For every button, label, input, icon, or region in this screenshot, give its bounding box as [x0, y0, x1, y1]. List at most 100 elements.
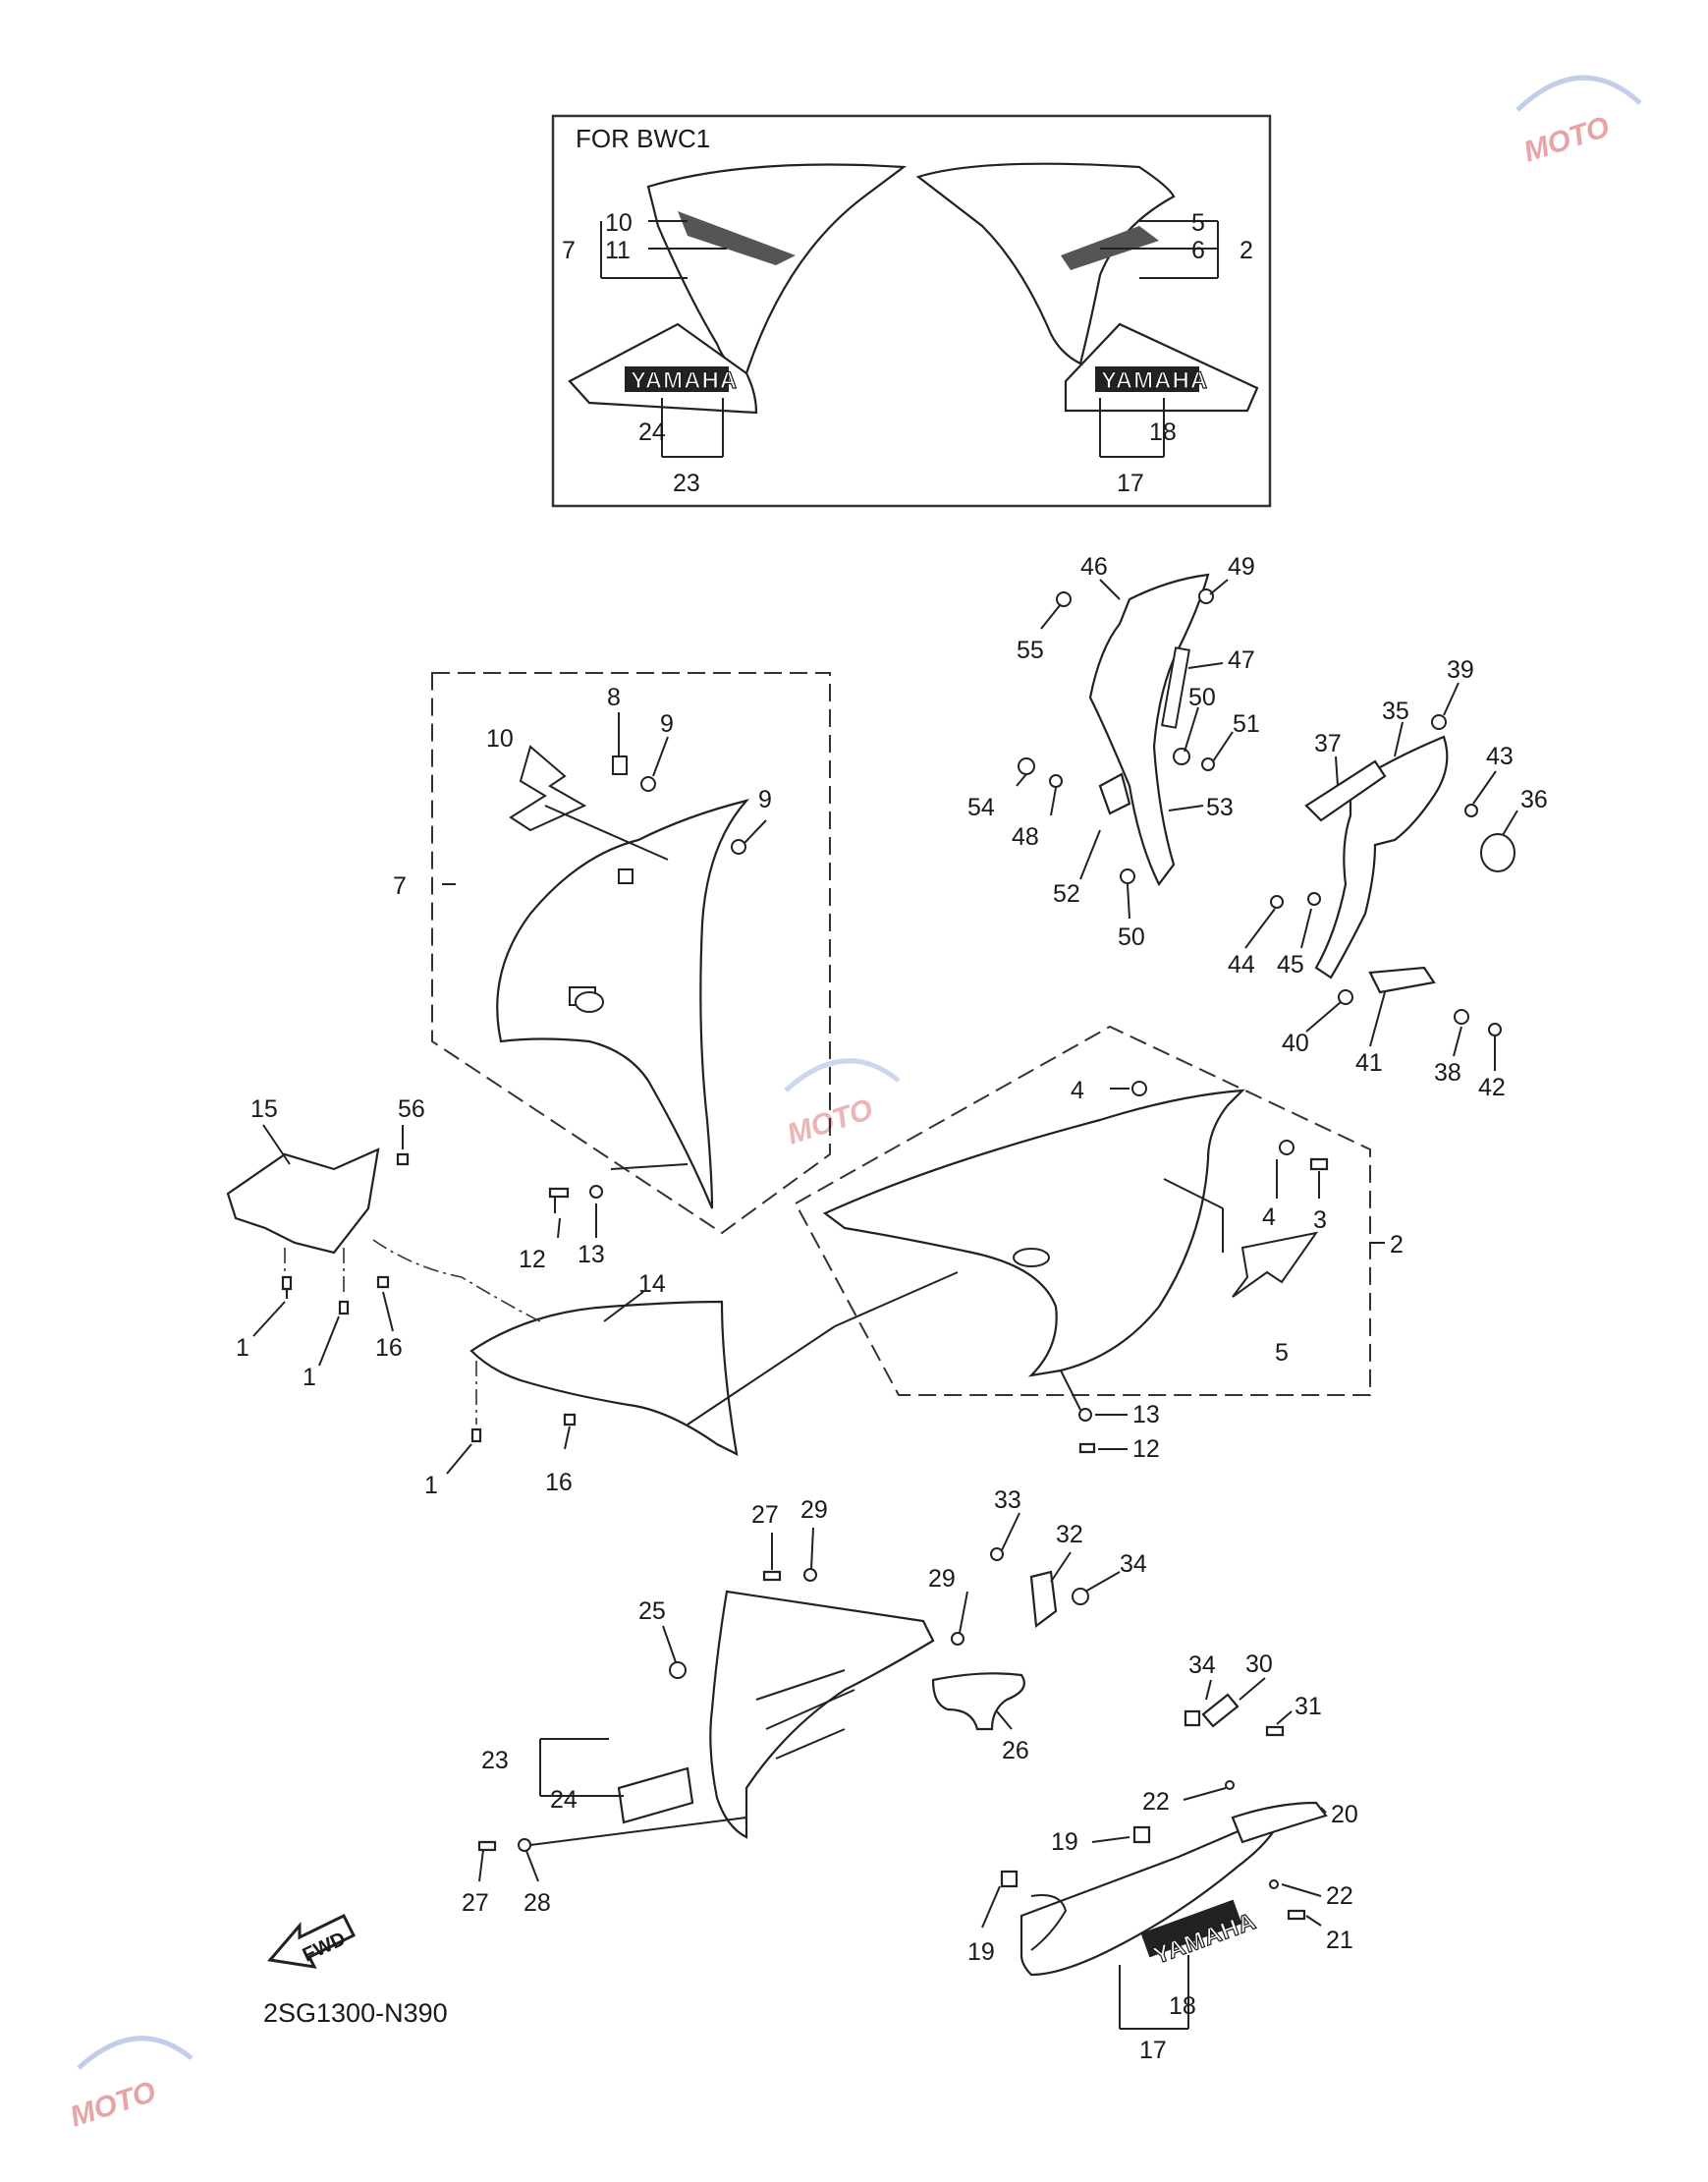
callout-3: 3	[1313, 1206, 1327, 1234]
callout-16: 16	[545, 1469, 573, 1496]
callout-38: 38	[1434, 1059, 1461, 1087]
inset-right-cowl	[915, 162, 1176, 365]
callout-22: 22	[1326, 1882, 1353, 1910]
callout-54: 54	[967, 794, 995, 821]
watermark-text: MOTO	[67, 2076, 160, 2134]
right-under-cowl-strip	[1231, 1801, 1328, 1844]
callout-2: 2	[1390, 1231, 1404, 1259]
left-inner-panel	[469, 1300, 739, 1456]
callout-22: 22	[1142, 1788, 1170, 1816]
left-under-cowl	[709, 1590, 935, 1839]
callout-23-inset: 23	[673, 470, 700, 497]
callout-47: 47	[1228, 646, 1255, 674]
callout-6-inset: 6	[1191, 237, 1205, 264]
inner-stay-panel	[1088, 573, 1210, 887]
callout-23: 23	[481, 1747, 509, 1774]
callout-2-inset: 2	[1240, 237, 1253, 264]
callout-27: 27	[751, 1501, 779, 1529]
callout-13: 13	[1132, 1401, 1160, 1428]
callout-53: 53	[1206, 794, 1234, 821]
inset-left-brand-decal	[625, 366, 729, 392]
callout-10: 10	[486, 725, 514, 753]
callout-4: 4	[1071, 1077, 1084, 1104]
callout-40: 40	[1282, 1030, 1309, 1057]
watermark-text: MOTO	[1520, 111, 1614, 169]
callout-30: 30	[1245, 1650, 1273, 1678]
inset-bwc1: FOR BWC1 YAMAHA YAMAHA 10 11 7 5 6 2	[551, 114, 1272, 508]
callout-41: 41	[1355, 1049, 1383, 1077]
callout-52: 52	[1053, 880, 1080, 908]
callout-18-inset: 18	[1149, 419, 1177, 446]
callout-24: 24	[550, 1786, 578, 1814]
callout-19: 19	[967, 1938, 995, 1966]
callout-9: 9	[758, 786, 772, 813]
left-upper-fairing-group: 8 9 9 10 7	[393, 672, 831, 1235]
callout-42: 42	[1478, 1074, 1506, 1101]
callout-37: 37	[1314, 730, 1342, 757]
inset-title: FOR BWC1	[576, 124, 710, 153]
callout-27: 27	[462, 1889, 489, 1917]
callout-29: 29	[800, 1496, 828, 1524]
callout-7-inset: 7	[562, 237, 576, 264]
side-duct-group: 39 35 37 43 36 44 45 40 41 38 42	[1228, 656, 1548, 1101]
left-upper-fairing	[496, 799, 750, 1209]
callout-26: 26	[1002, 1737, 1029, 1764]
inner-stay-group: 46 49 55 47 50 51 54 48 53 52 50	[967, 553, 1260, 951]
callout-20: 20	[1331, 1801, 1358, 1828]
bracket-and-inner-panel: 15 56 1 1 16 14 1 16	[226, 1095, 739, 1499]
inset-left-brand-text: YAMAHA	[631, 367, 738, 394]
callout-13: 13	[578, 1241, 605, 1268]
watermark-logo: MOTO	[67, 2036, 193, 2134]
inset-left-cowl	[646, 163, 908, 375]
screw-set-12-13-upper: 12 13	[519, 1185, 605, 1273]
right-fairing-group: 4 4 3 2 5 13 12	[687, 1025, 1404, 1463]
callout-32: 32	[1056, 1521, 1083, 1548]
callout-31: 31	[1295, 1693, 1322, 1720]
callout-12: 12	[519, 1246, 546, 1273]
side-duct-cover	[1314, 735, 1449, 979]
callout-35: 35	[1382, 698, 1409, 725]
callout-7: 7	[393, 872, 407, 900]
callout-55: 55	[1017, 637, 1044, 664]
callout-10-inset: 10	[605, 209, 633, 237]
callout-51: 51	[1233, 710, 1260, 738]
callout-29: 29	[928, 1565, 956, 1593]
callout-17-inset: 17	[1117, 470, 1144, 497]
callout-34: 34	[1188, 1651, 1216, 1679]
callout-44: 44	[1228, 951, 1255, 979]
side-duct-strip	[1304, 759, 1387, 822]
under-cowl-decal	[617, 1766, 694, 1824]
callout-50: 50	[1118, 923, 1145, 951]
callout-56: 56	[398, 1095, 425, 1123]
right-fairing-decal	[1232, 1231, 1319, 1298]
left-fairing-decal	[509, 745, 587, 832]
watermark-logo: MOTO	[1515, 75, 1642, 169]
callout-25: 25	[638, 1597, 666, 1625]
callout-49: 49	[1228, 553, 1255, 581]
callout-1: 1	[236, 1334, 249, 1362]
callout-4: 4	[1262, 1203, 1276, 1231]
cowl-bracket	[226, 1147, 380, 1255]
callout-19: 19	[1051, 1828, 1078, 1856]
callout-5-inset: 5	[1191, 209, 1205, 237]
callout-43: 43	[1486, 743, 1514, 770]
callout-24-inset: 24	[638, 419, 666, 446]
callout-9: 9	[660, 710, 674, 738]
callout-17: 17	[1139, 2037, 1167, 2064]
inset-right-brand-text: YAMAHA	[1101, 367, 1208, 394]
callout-12: 12	[1132, 1435, 1160, 1463]
fwd-arrow: FWD	[267, 1913, 357, 1969]
callout-21: 21	[1326, 1927, 1353, 1954]
callout-14: 14	[638, 1270, 666, 1298]
figure-code: 2SG1300-N390	[263, 1998, 448, 2028]
callout-36: 36	[1520, 786, 1548, 813]
inset-left-stripe	[678, 211, 796, 265]
watermark-logo: MOTO	[784, 1058, 901, 1151]
callout-39: 39	[1447, 656, 1474, 684]
callout-16: 16	[375, 1334, 403, 1362]
callout-45: 45	[1277, 951, 1304, 979]
callout-11-inset: 11	[605, 237, 631, 264]
right-under-cowl	[1019, 1811, 1284, 1977]
callout-48: 48	[1012, 823, 1039, 851]
callout-5: 5	[1275, 1339, 1289, 1367]
